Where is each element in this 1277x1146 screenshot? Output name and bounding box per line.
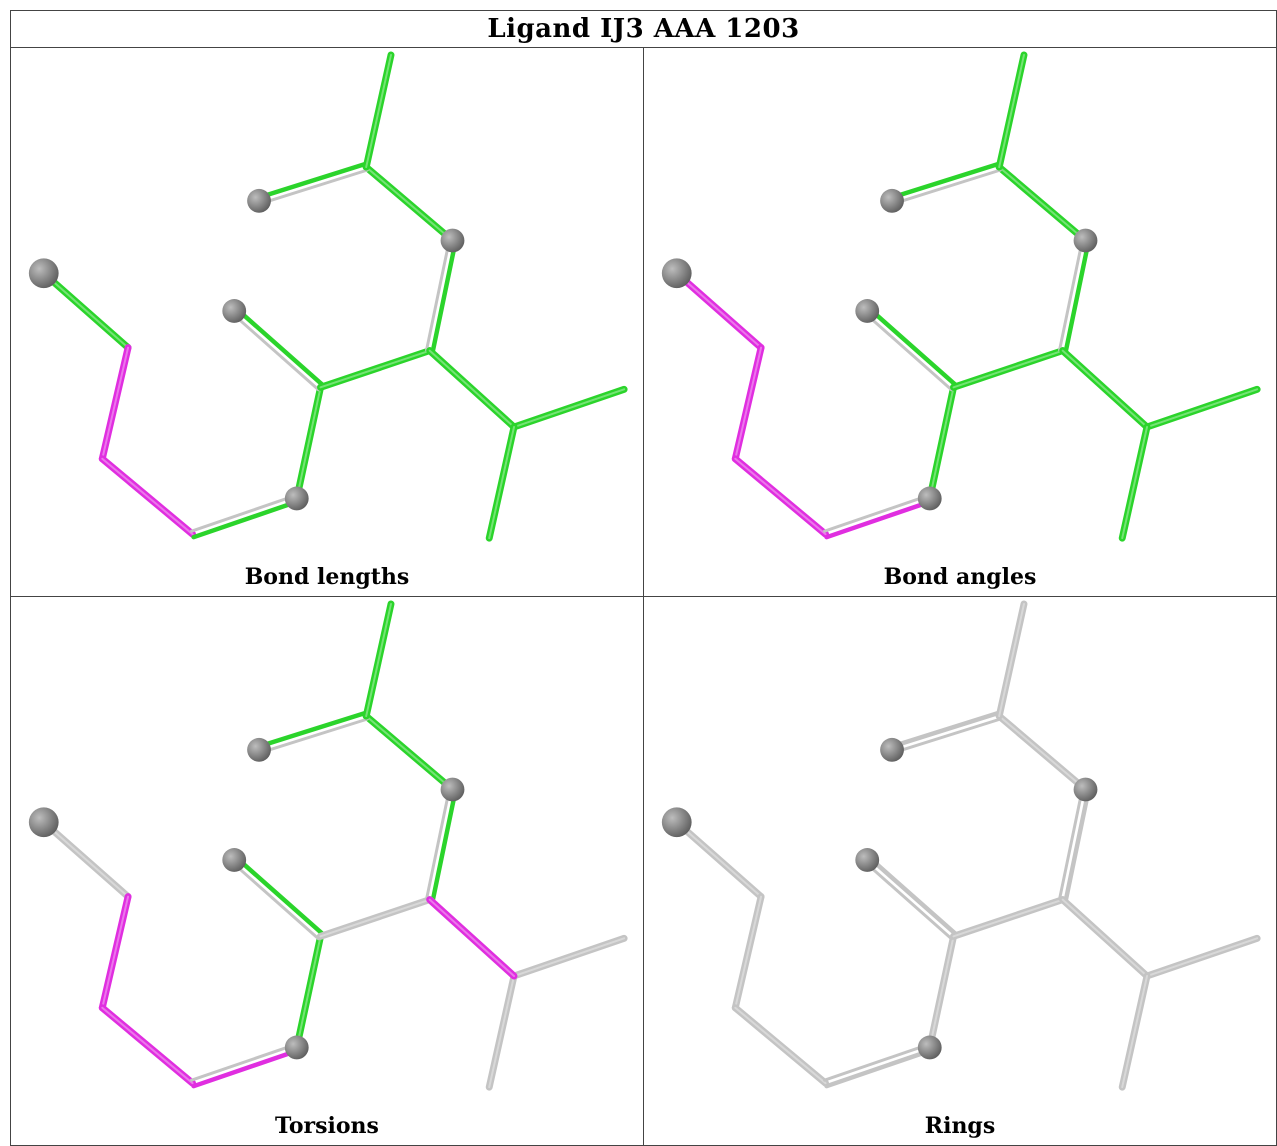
bond-b11 <box>995 600 1028 720</box>
atom-a11 <box>880 737 904 762</box>
atom-a1 <box>28 258 59 289</box>
bond-b3 <box>98 455 197 538</box>
bond-b6 <box>230 306 325 392</box>
bond-b11 <box>362 51 395 171</box>
bond-b13 <box>510 934 628 980</box>
bond-b11 <box>362 600 395 720</box>
bond-b2 <box>731 344 765 463</box>
bond-b4 <box>190 1042 301 1089</box>
bond-b6 <box>863 306 958 392</box>
atom-a5 <box>917 486 942 511</box>
bond-b12 <box>426 347 518 431</box>
bond-b13 <box>510 385 628 431</box>
atom-a5 <box>917 1035 942 1060</box>
atom-a7 <box>855 848 880 872</box>
bond-b4 <box>823 1042 934 1089</box>
bond-b14 <box>426 896 518 980</box>
figure-title: Ligand IJ3 AAA 1203 <box>10 10 1277 48</box>
atom-a11 <box>880 188 904 213</box>
bond-b8 <box>425 238 458 354</box>
bond-b9 <box>362 163 456 244</box>
bond-b10 <box>255 710 369 755</box>
bond-b8 <box>1058 787 1091 903</box>
caption-torsions: Torsions <box>275 1113 379 1139</box>
caption-bond-angles: Bond angles <box>883 564 1037 590</box>
bond-b5 <box>293 932 325 1051</box>
molecule-diagram-bond-lengths <box>28 51 628 542</box>
atom-a11 <box>247 737 271 762</box>
bond-b2 <box>98 344 132 463</box>
bond-b15 <box>485 423 518 542</box>
molecule-diagram-torsions <box>28 600 628 1091</box>
bond-b9 <box>995 712 1089 793</box>
atom-a1 <box>28 807 59 838</box>
bond-b5 <box>293 383 325 502</box>
atom-a9 <box>440 228 465 253</box>
atom-a7 <box>855 299 880 323</box>
bond-b2 <box>98 893 132 1012</box>
atom-a11 <box>247 188 271 213</box>
bond-b12 <box>1059 896 1151 980</box>
bond-b10 <box>888 161 1002 206</box>
bond-b9 <box>995 163 1089 244</box>
bond-b4 <box>823 493 934 540</box>
bond-b10 <box>255 161 369 206</box>
panel-bond-lengths: Bond lengths <box>10 47 644 597</box>
panel-bond-angles: Bond angles <box>643 47 1277 597</box>
caption-rings: Rings <box>924 1113 996 1139</box>
bond-b3 <box>731 1004 830 1087</box>
bond-b12 <box>1059 347 1151 431</box>
bond-b1 <box>673 269 765 352</box>
atom-a9 <box>1073 228 1098 253</box>
bond-b7 <box>950 347 1067 391</box>
atom-a9 <box>1073 777 1098 802</box>
bond-b15 <box>485 972 518 1091</box>
bond-b3 <box>731 455 830 538</box>
bond-b13 <box>1143 934 1261 980</box>
bond-b1 <box>673 818 765 901</box>
bond-b1 <box>40 818 132 901</box>
bond-b5 <box>926 932 958 1051</box>
panel-torsions: Torsions <box>10 596 644 1146</box>
bond-b10 <box>888 710 1002 755</box>
atom-a7 <box>222 299 247 323</box>
atom-a1 <box>661 807 692 838</box>
atom-a5 <box>284 1035 309 1060</box>
bond-b2 <box>731 893 765 1012</box>
bond-b1 <box>40 269 132 352</box>
bond-b9 <box>362 712 456 793</box>
bond-b6 <box>230 855 325 941</box>
atom-a1 <box>661 258 692 289</box>
bond-b15 <box>1118 972 1151 1091</box>
bond-b5 <box>926 383 958 502</box>
molecule-diagram-bond-angles <box>661 51 1261 542</box>
bond-b7 <box>317 896 434 940</box>
bond-b8 <box>425 787 458 903</box>
bond-b6 <box>863 855 958 941</box>
bond-b8 <box>1058 238 1091 354</box>
atom-a5 <box>284 486 309 511</box>
molecule-diagram-rings <box>661 600 1261 1091</box>
caption-bond-lengths: Bond lengths <box>244 564 410 590</box>
atom-a9 <box>440 777 465 802</box>
bond-b4 <box>190 493 301 540</box>
figure-table: Ligand IJ3 AAA 1203 Bond lengths Bond an… <box>10 10 1277 1146</box>
atom-a7 <box>222 848 247 872</box>
bond-b13 <box>1143 385 1261 431</box>
bond-b11 <box>995 51 1028 171</box>
bond-b3 <box>98 1004 197 1087</box>
bond-b7 <box>317 347 434 391</box>
bond-b15 <box>1118 423 1151 542</box>
panel-rings: Rings <box>643 596 1277 1146</box>
bond-b7 <box>950 896 1067 940</box>
